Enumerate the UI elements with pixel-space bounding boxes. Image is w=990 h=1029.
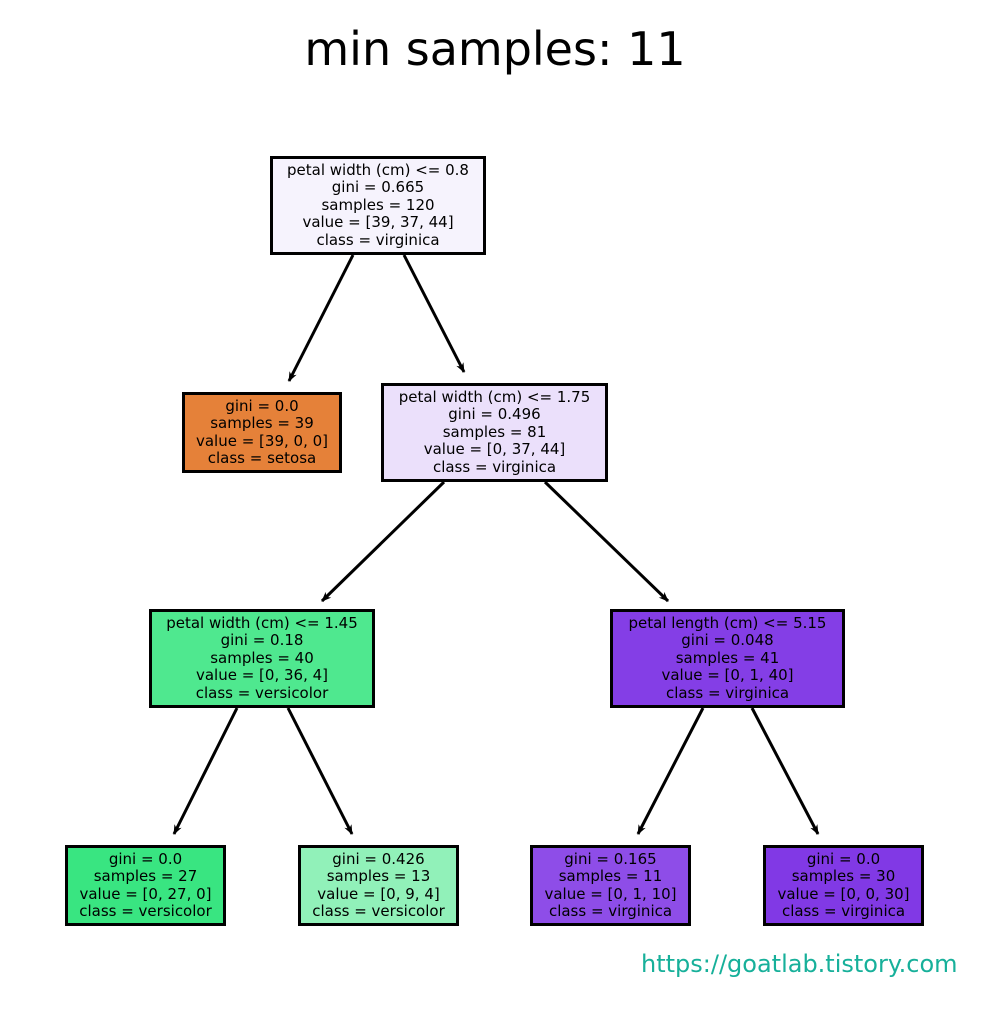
edge-split-5-15-to-virginica-leaf-11 [636,707,705,835]
node-split-text: petal width (cm) <= 1.45 [166,613,358,632]
node-class-text: class = versicolor [79,902,212,920]
node-gini-text: gini = 0.0 [225,396,299,415]
node-samples-text: samples = 39 [210,414,314,432]
node-value-text: value = [0, 0, 30] [777,884,910,903]
node-value-text: value = [0, 9, 4] [317,884,440,903]
node-class-text: class = virginica [665,683,790,702]
node-samples-text: samples = 13 [326,867,431,885]
node-gini-text: gini = 0.18 [220,631,304,650]
node-value-text: value = [0, 1, 10] [544,884,677,903]
edge-split-1-45-to-versicolor-leaf-13 [286,707,354,835]
edge-root-to-split-1-75 [402,254,466,373]
node-split-text: petal width (cm) <= 1.75 [398,387,591,406]
node-samples-text: samples = 30 [791,867,896,885]
node-class-text: class = versicolor [312,902,445,920]
node-samples-text: samples = 11 [558,867,663,885]
node-value-text: value = [0, 27, 0] [79,884,212,903]
node-split-text: petal width (cm) <= 0.8 [287,160,469,179]
node-value-text: value = [0, 36, 4] [195,666,329,685]
node-samples-text: samples = 120 [321,195,435,214]
edge-split-1-45-to-versicolor-leaf-27 [172,707,239,835]
node-samples-text: samples = 41 [675,648,780,667]
node-gini-text: gini = 0.0 [108,849,183,868]
node-value-text: value = [0, 37, 44] [423,440,566,459]
node-class-text: class = virginica [432,457,557,476]
node-samples-text: samples = 27 [93,867,198,885]
node-class-text: class = versicolor [195,683,329,702]
node-value-text: value = [0, 1, 40] [661,666,794,685]
node-class-text: class = virginica [781,902,906,920]
edge-split-1-75-to-split-1-45 [320,480,446,603]
node-gini-text: gini = 0.496 [448,405,541,424]
node-gini-text: gini = 0.665 [331,178,425,197]
node-gini-text: gini = 0.048 [681,631,774,650]
node-gini-text: gini = 0.0 [806,849,881,868]
watermark-url: https://goatlab.tistory.com [641,950,958,978]
edge-root-to-setosa-leaf [287,254,355,382]
node-samples-text: samples = 81 [442,422,547,441]
node-class-text: class = virginica [316,230,440,249]
edge-split-5-15-to-virginica-leaf-30 [750,707,820,835]
node-samples-text: samples = 40 [210,648,314,667]
node-split-text: petal length (cm) <= 5.15 [628,613,827,632]
edge-split-1-75-to-split-5-15 [543,480,670,603]
chart-title: min samples: 11 [304,22,686,76]
node-class-text: class = virginica [548,902,673,920]
node-gini-text: gini = 0.426 [332,849,425,868]
node-class-text: class = setosa [207,449,317,467]
node-value-text: value = [39, 0, 0] [195,431,329,450]
node-value-text: value = [39, 37, 44] [302,213,454,232]
node-gini-text: gini = 0.165 [564,849,657,868]
